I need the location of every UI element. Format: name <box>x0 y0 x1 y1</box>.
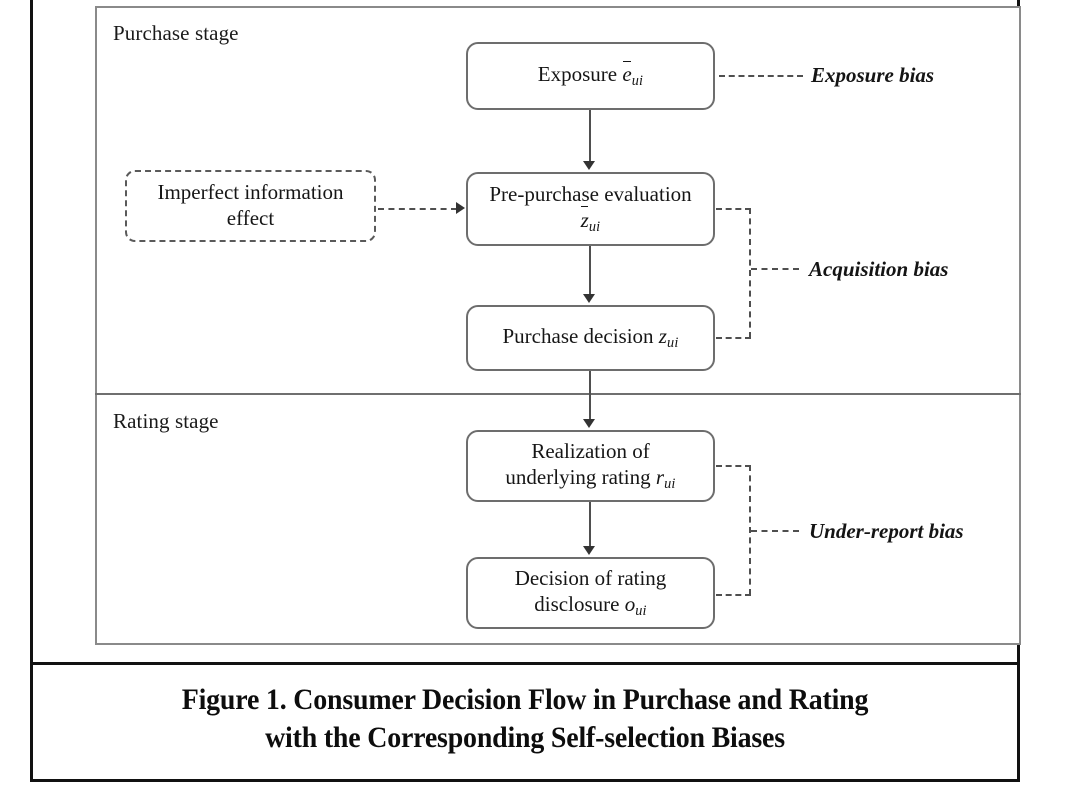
bracket-acquisition-vertical <box>749 208 751 338</box>
node-disclosure-line2-prefix: disclosure <box>534 591 625 616</box>
arrowhead-down-icon <box>583 161 595 170</box>
bracket-acquisition-top <box>716 208 751 210</box>
label-acquisition-bias: Acquisition bias <box>809 257 949 281</box>
node-imperfect-text: Imperfect information effect <box>157 180 343 231</box>
label-under-report-bias: Under-report bias <box>809 519 964 543</box>
arrowhead-down-icon <box>583 546 595 555</box>
caption-divider <box>30 662 1020 665</box>
node-prepurchase-line1: Pre-purchase evaluation <box>489 181 692 206</box>
node-realization-text: Realization of underlying rating rui <box>505 439 675 493</box>
node-exposure-var-sub: ui <box>631 72 644 89</box>
node-exposure[interactable]: Exposure eui <box>466 42 715 110</box>
leader-exposure-bias <box>719 75 803 77</box>
node-imperfect-information-effect[interactable]: Imperfect information effect <box>125 170 376 242</box>
node-purchase-decision-text: Purchase decision zui <box>503 324 679 352</box>
node-prepurchase-text: Pre-purchase evaluation zui <box>489 182 691 236</box>
node-prepurchase-variable: zui <box>580 206 601 235</box>
connector-exposure-to-prepurchase <box>589 110 591 163</box>
connector-imperfect-information-to-prepurchase <box>378 208 457 210</box>
node-imperfect-line1: Imperfect information <box>157 180 344 205</box>
node-imperfect-line2: effect <box>226 206 275 230</box>
bracket-underreport-top <box>716 465 751 467</box>
arrowhead-right-icon <box>456 202 465 214</box>
arrowhead-down-icon <box>583 294 595 303</box>
node-purchase-decision-variable: zui <box>658 323 679 351</box>
connector-purchase-decision-to-realization <box>589 371 591 421</box>
node-purchase-decision[interactable]: Purchase decision zui <box>466 305 715 371</box>
stage-label-purchase: Purchase stage <box>113 21 239 45</box>
figure-caption-line2: with the Corresponding Self-selection Bi… <box>265 721 785 755</box>
node-realization-line1: Realization of <box>531 438 650 463</box>
bracket-underreport-vertical <box>749 465 751 595</box>
bracket-acquisition-bottom <box>716 337 751 339</box>
node-realization-var-base: r <box>655 464 665 489</box>
node-realization-var-sub: ui <box>664 475 676 492</box>
node-prepurchase-var-base: z <box>580 206 589 232</box>
node-rating-disclosure-decision[interactable]: Decision of rating disclosure oui <box>466 557 715 629</box>
node-exposure-text: Exposure eui <box>537 60 644 90</box>
node-disclosure-text: Decision of rating disclosure oui <box>515 566 667 620</box>
stage-divider <box>95 393 1021 395</box>
node-purchase-decision-prefix: Purchase decision <box>502 323 659 348</box>
node-realization-underlying-rating[interactable]: Realization of underlying rating rui <box>466 430 715 502</box>
leader-underreport-bias <box>751 530 799 532</box>
figure-caption-line1: Figure 1. Consumer Decision Flow in Purc… <box>181 683 869 716</box>
bracket-underreport-bottom <box>716 594 751 596</box>
node-exposure-variable: eui <box>622 60 644 89</box>
stage-label-rating: Rating stage <box>113 409 219 433</box>
node-purchase-decision-var-sub: ui <box>666 334 679 351</box>
node-prepurchase-evaluation[interactable]: Pre-purchase evaluation zui <box>466 172 715 246</box>
arrowhead-down-icon <box>583 419 595 428</box>
node-prepurchase-var-sub: ui <box>588 218 601 235</box>
node-realization-line2-prefix: underlying rating <box>505 464 656 489</box>
node-disclosure-var-base: o <box>624 591 636 616</box>
connector-prepurchase-to-purchase-decision <box>589 246 591 296</box>
node-realization-variable: rui <box>655 464 676 492</box>
node-disclosure-var-sub: ui <box>635 602 647 619</box>
leader-acquisition-bias <box>751 268 799 270</box>
node-disclosure-variable: oui <box>624 591 647 619</box>
label-exposure-bias: Exposure bias <box>811 63 935 87</box>
node-disclosure-line1: Decision of rating <box>514 565 667 590</box>
node-exposure-prefix: Exposure <box>537 61 623 86</box>
node-purchase-decision-var-base: z <box>658 323 667 348</box>
connector-realization-to-disclosure <box>589 502 591 548</box>
figure-frame: Purchase stage Rating stage Exposure eui… <box>30 0 1021 782</box>
node-exposure-var-base: e <box>622 60 632 86</box>
figure-caption: Figure 1. Consumer Decision Flow in Purc… <box>67 681 982 758</box>
